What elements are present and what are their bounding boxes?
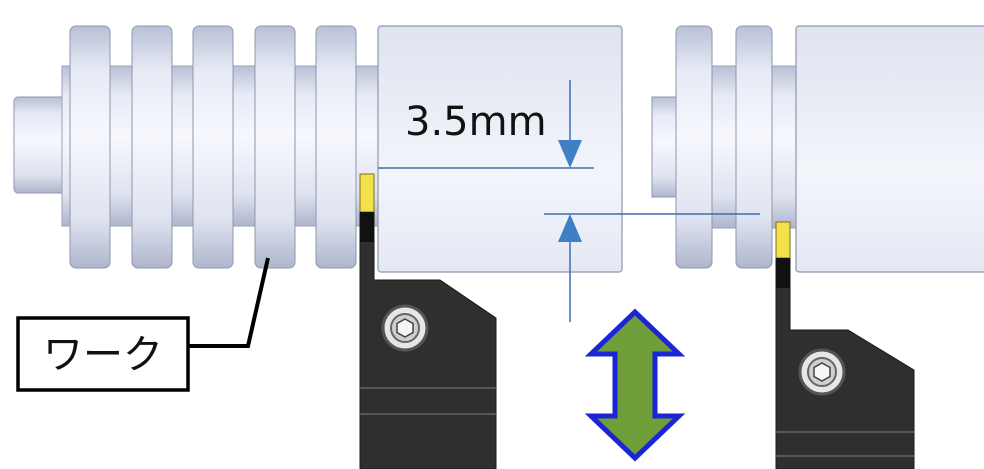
workpiece-label: ワーク bbox=[43, 332, 163, 378]
dimension-annotation: 3.5mm bbox=[378, 80, 760, 322]
insert-seat bbox=[776, 258, 790, 288]
disc bbox=[254, 25, 296, 269]
disc bbox=[735, 25, 773, 269]
workpiece-right bbox=[651, 25, 984, 273]
hex-socket-screw-icon bbox=[381, 304, 429, 352]
workpiece-callout: ワーク bbox=[16, 257, 270, 392]
shaft-stub bbox=[651, 96, 679, 198]
dimension-label: 3.5mm bbox=[405, 99, 547, 145]
insert-seat bbox=[360, 212, 374, 242]
workpiece-label-box bbox=[16, 316, 190, 392]
disc bbox=[192, 25, 234, 269]
tool-holder-right bbox=[775, 221, 915, 469]
dimension-arrow-up bbox=[558, 214, 582, 242]
double-arrow-icon bbox=[584, 308, 686, 462]
disc bbox=[131, 25, 173, 269]
workpiece-block bbox=[795, 25, 984, 273]
disc bbox=[315, 25, 357, 269]
disc bbox=[69, 25, 111, 269]
callout-leader bbox=[188, 257, 270, 348]
workpiece-block bbox=[377, 25, 623, 273]
tool-holder-left bbox=[359, 173, 497, 469]
cutting-insert bbox=[359, 173, 375, 213]
dimension-arrow-down bbox=[558, 140, 582, 168]
hex-socket-screw-icon bbox=[798, 348, 846, 396]
disc bbox=[675, 25, 713, 269]
workpiece-left bbox=[13, 25, 623, 273]
cutting-insert bbox=[775, 221, 791, 259]
